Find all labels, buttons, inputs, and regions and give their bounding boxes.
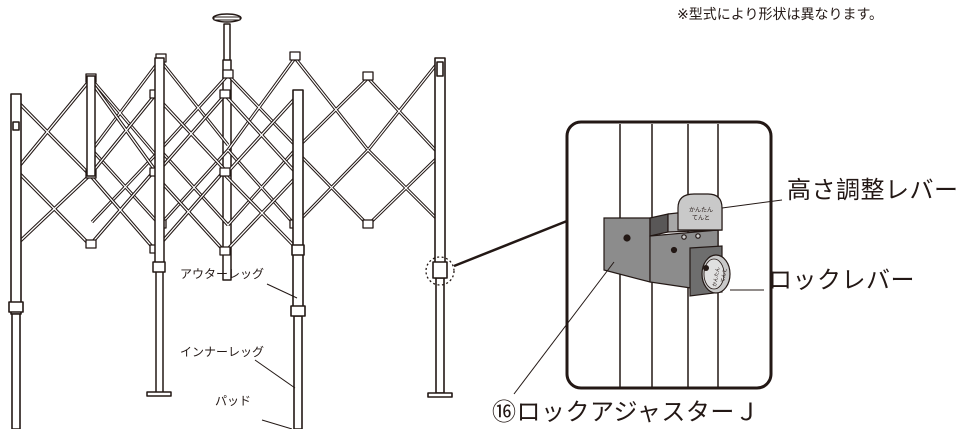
shape-note: ※型式により形状は異なります。 — [677, 7, 884, 23]
height-lever-knob — [677, 193, 723, 231]
detail-highlight-circle — [425, 256, 455, 286]
detail-inset — [513, 120, 783, 395]
lock-lever-label: ロックレバー — [768, 266, 915, 294]
inner-leg-label: インナーレッグ — [180, 345, 265, 359]
height-knob-text-2: てんと — [692, 215, 710, 222]
height-knob-text-1: かんたん — [689, 207, 713, 214]
back-truss — [90, 57, 442, 227]
lock-knob-text-1: かんたん — [711, 266, 721, 287]
front-truss — [14, 78, 300, 254]
leg-back-middle — [146, 57, 172, 397]
leg-right — [427, 57, 453, 398]
height-lever-label: 高さ調整レバー — [787, 176, 959, 204]
detail-connector-line — [453, 219, 568, 268]
lock-lever-knob — [701, 254, 731, 294]
tent-frame — [8, 13, 568, 429]
leg-back-left — [86, 75, 96, 177]
pad-label: パッド — [215, 394, 252, 408]
lock-knob-text-2: てんと — [720, 268, 729, 284]
left-leader-lines — [254, 283, 298, 429]
inset-leader-lines — [513, 199, 783, 395]
outer-leg-label: アウターレッグ — [180, 267, 265, 281]
knob-text: かんたん てんと かんたん てんと — [689, 207, 729, 287]
lock-adjuster-label: ⑯ロックアジャスターＪ — [492, 398, 760, 426]
leg-front-middle — [290, 89, 306, 429]
leg-front-left — [8, 93, 24, 429]
